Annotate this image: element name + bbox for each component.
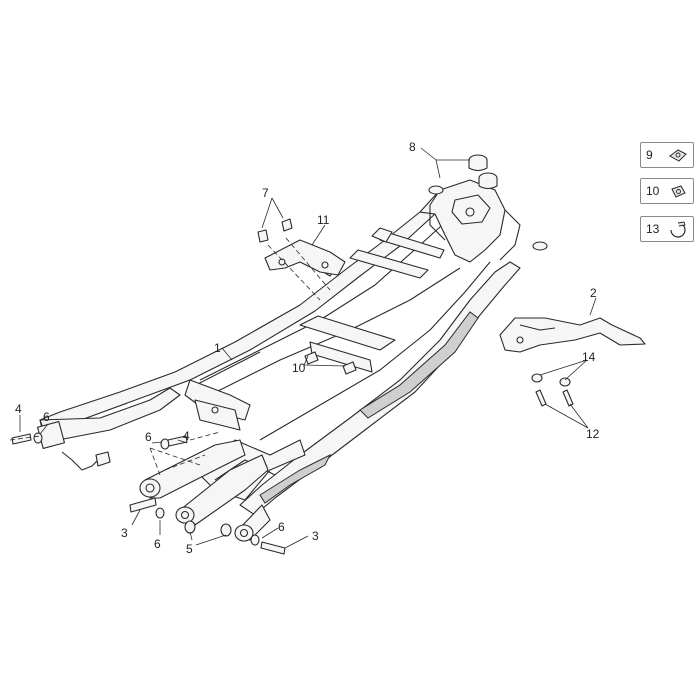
callout-6-mid: 6 (145, 430, 152, 444)
clip-nut-icon (669, 149, 687, 162)
callout-2: 2 (590, 286, 597, 300)
legend-number: 9 (646, 148, 653, 162)
callout-7: 7 (262, 186, 269, 200)
callout-3-right: 3 (312, 529, 319, 543)
callout-labels: 1 2 3 3 4 4 5 6 6 6 6 7 8 10 11 12 14 (15, 140, 600, 556)
callout-4-mid: 4 (183, 429, 190, 443)
legend-item-10: 10 (640, 178, 694, 204)
callout-14: 14 (582, 350, 596, 364)
bracket-part-2 (499, 317, 646, 353)
callout-8: 8 (409, 140, 416, 154)
callout-6-right: 6 (278, 520, 285, 534)
cable-tie-icon (670, 221, 686, 238)
callout-12: 12 (586, 427, 600, 441)
square-nut-icon (671, 185, 686, 198)
callout-10: 10 (292, 361, 306, 375)
callout-6-lower: 6 (154, 537, 161, 551)
assembly-dashed-lines (9, 237, 331, 476)
fasteners (11, 218, 574, 555)
bracket-part-11 (264, 239, 346, 276)
callout-3-left: 3 (121, 526, 128, 540)
legend-item-13: 13 (640, 216, 694, 242)
legend-number: 13 (646, 222, 660, 236)
callout-11: 11 (317, 213, 330, 227)
callout-5: 5 (186, 542, 193, 556)
legend-item-9: 9 (640, 142, 694, 168)
grommets-part-8 (428, 154, 548, 251)
callout-6-left: 6 (43, 410, 50, 424)
callout-1: 1 (214, 341, 221, 355)
callout-4-left: 4 (15, 402, 22, 416)
leader-lines (19, 147, 597, 549)
rear-frame (36, 179, 521, 542)
legend-number: 10 (646, 184, 660, 198)
